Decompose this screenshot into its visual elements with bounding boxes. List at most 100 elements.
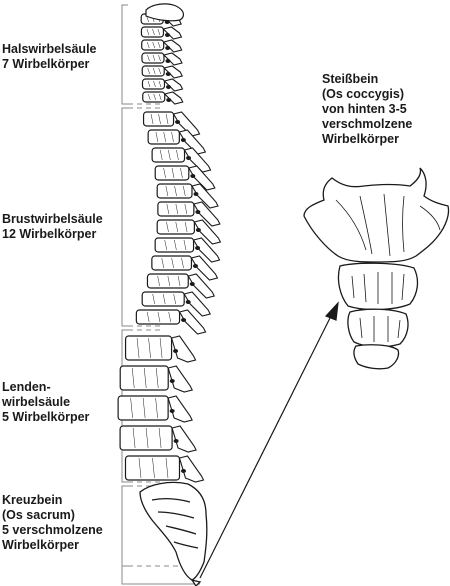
bone-hatch (157, 311, 161, 323)
bone-hatch (171, 167, 175, 179)
bone-hatch (152, 41, 155, 49)
label-line: verschmolzene (322, 117, 413, 131)
bone-hatch (158, 80, 162, 88)
vertebra-thoracic (151, 255, 219, 281)
bone-hatch (136, 337, 140, 359)
vertebral-body (142, 111, 175, 127)
label-line: Wirbelkörper (322, 132, 399, 146)
spinous-process (167, 395, 193, 423)
bone-hatch (166, 203, 170, 215)
vertebra-thoracic (142, 111, 201, 137)
bone-hatch (183, 239, 187, 251)
foramen (165, 85, 171, 89)
bone-hatch (132, 427, 136, 449)
vertebra-thoracic (135, 309, 207, 335)
bone-hatch (173, 293, 176, 305)
vertebral-body (156, 183, 193, 199)
foramen (165, 72, 171, 76)
vertebral-body (141, 52, 165, 64)
bone-hatch (146, 311, 150, 323)
foramen (181, 318, 187, 322)
bone-hatch (157, 275, 160, 287)
label-thoracic-spine: Brustwirbelsäule 12 Wirbelkörper (2, 212, 103, 242)
vertebra-cervical (140, 26, 183, 40)
foramen (165, 59, 171, 63)
spinous-process (170, 335, 197, 363)
vertebra-lumbar (119, 365, 194, 393)
bone-hatch (158, 67, 161, 75)
vertebral-body (154, 165, 190, 181)
foramen (175, 120, 181, 124)
foramen (173, 349, 179, 353)
foramen (180, 138, 186, 142)
vertebral-body (151, 255, 193, 271)
bone-hatch (159, 149, 163, 161)
vertebral-body (124, 455, 181, 481)
bone-hatch (147, 67, 150, 75)
vertebra-cervical (141, 65, 184, 79)
bone-hatch (152, 28, 155, 36)
vertebral-body (117, 395, 169, 421)
bracket-thoracic (121, 107, 128, 327)
bone-hatch (152, 293, 155, 305)
label-line: Kreuzbein (2, 493, 63, 507)
vertebral-body (151, 147, 186, 163)
bone-hatch (131, 367, 135, 389)
vertebra-lumbar (119, 425, 197, 453)
label-line: (Os sacrum) (2, 508, 75, 522)
vertebra-lumbar (117, 395, 193, 423)
arrow (199, 301, 339, 579)
bone-hatch (145, 427, 149, 449)
bone-hatch (163, 131, 166, 143)
bone-hatch (167, 275, 171, 287)
label-line: (Os coccygis) (322, 87, 404, 101)
foramen (169, 379, 175, 383)
bracket-dashes (128, 103, 200, 585)
coccyx-segment-3 (347, 308, 409, 348)
vertebral-body (154, 237, 195, 253)
bone-hatch (146, 41, 150, 49)
vertebra-lumbar (124, 335, 197, 363)
bone-hatch (174, 239, 177, 251)
bone-hatch (162, 293, 166, 305)
vertebra-cervical (141, 78, 184, 92)
foramen (186, 156, 192, 160)
spinous-process (187, 165, 216, 191)
foramen (189, 282, 195, 286)
vertebra-thoracic (151, 147, 212, 173)
bone-hatch (143, 367, 147, 389)
foramen (193, 192, 199, 196)
foramen (192, 264, 198, 268)
bone-hatch (184, 221, 188, 233)
bone-hatch (180, 167, 183, 179)
bone-hatch (175, 203, 179, 215)
bone-hatch (153, 80, 156, 88)
bone-hatch (183, 185, 186, 197)
foramen (173, 439, 179, 443)
spinous-process (193, 201, 221, 227)
spinous-process (187, 273, 216, 299)
vertebra-cervical (141, 39, 183, 53)
bone-hatch (159, 93, 162, 101)
coccyx-illustration (303, 167, 450, 370)
label-line: Halswirbelsäule (2, 42, 97, 56)
bone-hatch (165, 113, 169, 125)
vertebra-thoracic (156, 219, 222, 245)
label-line: 7 Wirbelkörper (2, 57, 90, 71)
vertebral-body (156, 219, 195, 235)
bone-hatch (177, 275, 181, 287)
bone-hatch (150, 113, 154, 125)
bone-hatch (168, 311, 171, 323)
vertebral-body (119, 365, 169, 391)
spinous-process (191, 183, 219, 209)
atlas-vertebra (145, 3, 185, 22)
vertebral-body (157, 201, 195, 217)
bone-hatch (163, 167, 166, 179)
foramen (166, 98, 172, 102)
bone-hatch (155, 397, 158, 419)
bone-hatch (164, 239, 167, 251)
vertebral-body (141, 291, 185, 307)
label-line: Brustwirbelsäule (2, 212, 103, 226)
bone-hatch (152, 67, 156, 75)
coccyx-segment-4 (353, 344, 400, 370)
